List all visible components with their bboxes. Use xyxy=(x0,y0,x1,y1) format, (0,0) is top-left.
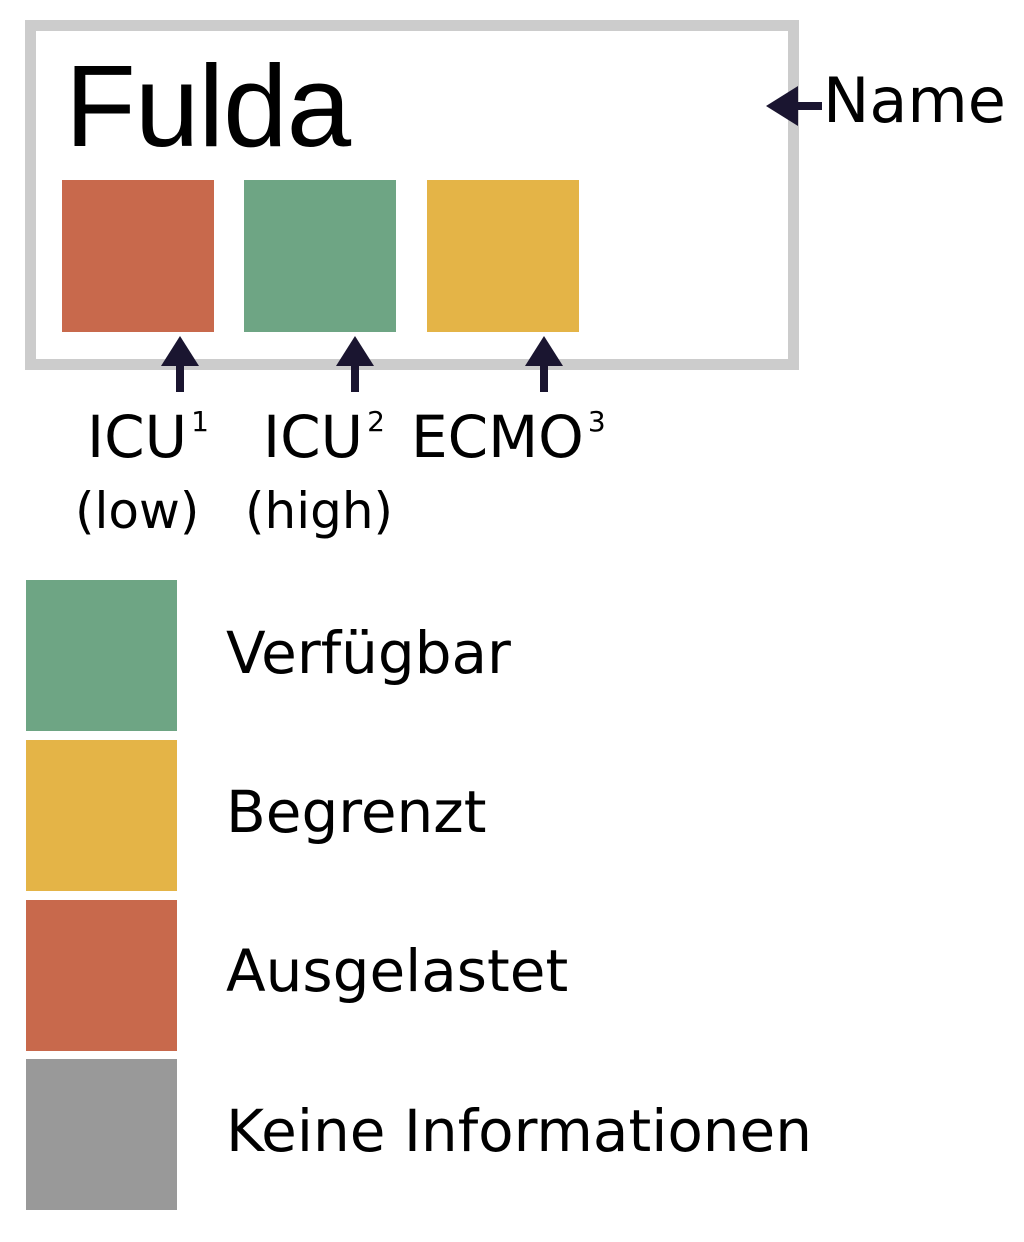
icu-high-arrow-head-icon xyxy=(336,336,374,366)
ecmo-status-square xyxy=(427,180,579,332)
ecmo-arrow-head-icon xyxy=(525,336,563,366)
icu-high-footnote: 2 xyxy=(367,404,385,438)
hospital-name: Fulda xyxy=(65,41,351,171)
icu-high-status-square xyxy=(244,180,396,332)
legend-label-limited: Begrenzt xyxy=(226,778,487,846)
icu-high-sublabel: (high) xyxy=(245,482,394,540)
annotation-arrows xyxy=(161,86,822,392)
name-arrow-head-icon xyxy=(766,86,798,126)
legend-label-available: Verfügbar xyxy=(226,619,511,687)
legend-swatch-no-info xyxy=(26,1059,177,1210)
name-annotation-label: Name xyxy=(823,64,1006,137)
icu-low-footnote: 1 xyxy=(191,404,209,438)
legend-swatch-full xyxy=(26,900,177,1051)
legend-swatch-limited xyxy=(26,740,177,891)
icu-low-arrow-head-icon xyxy=(161,336,199,366)
icu-low-sublabel: (low) xyxy=(75,482,200,540)
legend-label-full: Ausgelastet xyxy=(226,937,569,1005)
ecmo-footnote: 3 xyxy=(587,404,606,438)
legend-label-no-info: Keine Informationen xyxy=(226,1097,813,1165)
icu-low-status-square xyxy=(62,180,214,332)
legend-swatch-available xyxy=(26,580,177,731)
